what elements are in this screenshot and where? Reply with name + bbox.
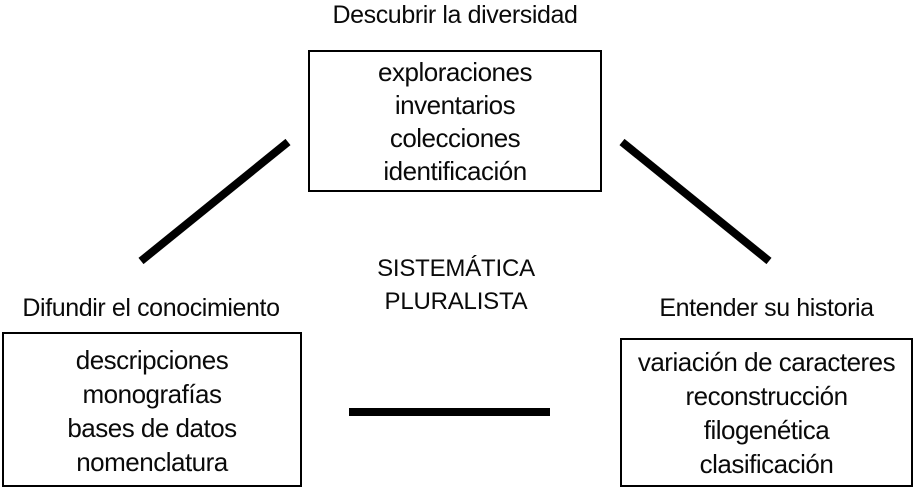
node-box-understand-history: variación de caracteres reconstrucción f… (620, 338, 913, 487)
node-item: bases de datos (67, 413, 237, 443)
center-title-line1: SISTEMÁTICA (377, 255, 535, 282)
node-item: identificación (383, 156, 527, 186)
node-item: reconstrucción (685, 381, 848, 411)
node-item: nomenclatura (76, 447, 228, 477)
center-title: SISTEMÁTICA PLURALISTA (356, 252, 556, 318)
node-box-discover-diversity: exploraciones inventarios colecciones id… (308, 50, 602, 192)
node-item: variación de caracteres (637, 347, 896, 377)
node-item: descripciones (75, 345, 229, 375)
node-item: exploraciones (378, 57, 532, 87)
edge-discover-disseminate (138, 138, 291, 265)
node-item: filogenética (703, 415, 830, 445)
node-item: colecciones (389, 123, 521, 153)
edge-discover-understand (619, 138, 772, 265)
center-title-line2: PLURALISTA (384, 288, 528, 315)
node-item: clasificación (699, 449, 834, 479)
node-box-disseminate-knowledge: descripciones monografías bases de datos… (2, 332, 302, 487)
node-item: inventarios (394, 90, 516, 120)
node-heading-discover-diversity: Descubrir la diversidad (332, 1, 578, 29)
node-heading-understand-history: Entender su historia (659, 294, 874, 322)
node-heading-disseminate-knowledge: Difundir el conocimiento (22, 294, 280, 322)
node-item: monografías (82, 379, 222, 409)
